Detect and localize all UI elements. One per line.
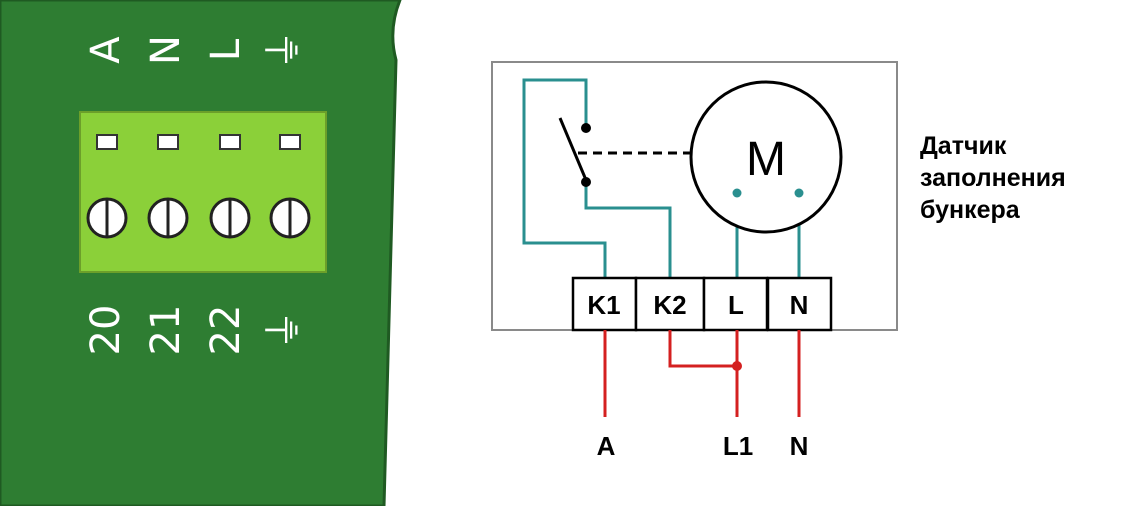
board-label-ground-bottom: ⏚ [261, 310, 307, 350]
terminal-block [79, 111, 327, 273]
board-label-a: A [83, 36, 129, 64]
terminal-opening [279, 134, 301, 150]
board-label-l: L [203, 38, 249, 61]
sensor-caption: Датчик заполнения бункера [920, 130, 1120, 226]
junction-dot [732, 361, 742, 371]
terminal-screw [269, 197, 311, 239]
terminal-screw [147, 197, 189, 239]
motor-symbol: M [689, 80, 843, 234]
terminal-opening [96, 134, 118, 150]
external-wiring [603, 330, 801, 417]
board-bottom-labels: 20 21 22 ⏚ [83, 305, 307, 356]
caption-line-1: Датчик [920, 132, 1007, 160]
switch-symbol [558, 117, 690, 187]
terminal-label-k1: K1 [587, 290, 620, 320]
external-label-n: N [790, 431, 809, 461]
motor-label: M [746, 133, 786, 186]
terminal-screw [209, 197, 251, 239]
terminal-screw [86, 197, 128, 239]
board-number-20: 20 [83, 305, 129, 356]
terminal-opening [157, 134, 179, 150]
board-label-ground: ⏚ [261, 30, 307, 70]
circuit-board: A N L ⏚ [0, 0, 402, 506]
terminal-label-k2: K2 [653, 290, 686, 320]
terminal-label-n: N [790, 290, 809, 320]
terminal-label-l: L [728, 290, 744, 320]
wire-k1-contact [522, 78, 607, 278]
sensor-terminal-strip: K1 K2 L N [571, 276, 833, 332]
terminal-opening [219, 134, 241, 150]
board-label-n: N [143, 35, 189, 65]
wire-k2-l1-bridge [668, 330, 737, 368]
caption-line-3: бункера [920, 196, 1020, 224]
wire-k2-contact [584, 182, 672, 278]
external-label-l1: L1 [723, 431, 753, 461]
board-number-22: 22 [203, 305, 249, 356]
board-top-labels: A N L ⏚ [83, 30, 307, 70]
board-number-21: 21 [143, 305, 189, 356]
external-label-a: A [597, 431, 616, 461]
sensor-schematic: M K1 K2 L N A L1 N [491, 61, 898, 461]
caption-line-2: заполнения [920, 164, 1066, 192]
